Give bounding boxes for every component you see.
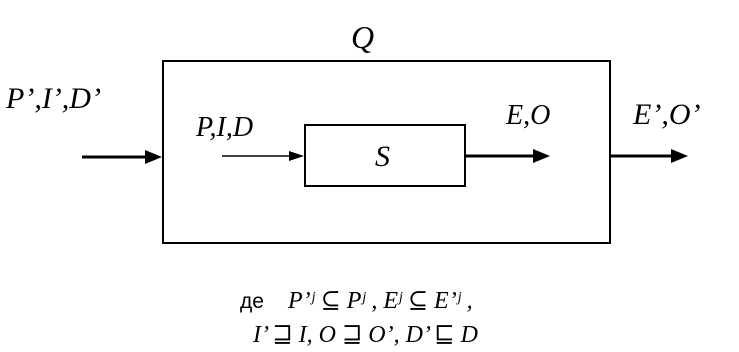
inner-output-arrowhead: [533, 149, 550, 163]
outer-input-arrowhead: [145, 150, 162, 164]
outer-box-q: [162, 60, 611, 244]
outer-output-arrowhead: [671, 149, 688, 163]
inner-output-label: E,O: [505, 100, 550, 131]
inner-box-label: S: [375, 140, 390, 173]
caption-line-1: P’ʲ ⊆ Pʲ , Eʲ ⊆ E’ʲ ,: [287, 288, 473, 314]
outer-input-label: P’,I’,D’: [5, 82, 101, 115]
caption-prefix: де: [240, 290, 264, 313]
caption-line-2: I’ ⊒ I, O ⊒ O’, D’ ⊑ D: [252, 322, 478, 348]
outer-output-label: E’,O’: [632, 98, 700, 131]
inner-input-arrowhead: [289, 151, 304, 161]
inner-input-label: P,I,D: [195, 112, 253, 143]
outer-box-label: Q: [351, 19, 374, 55]
